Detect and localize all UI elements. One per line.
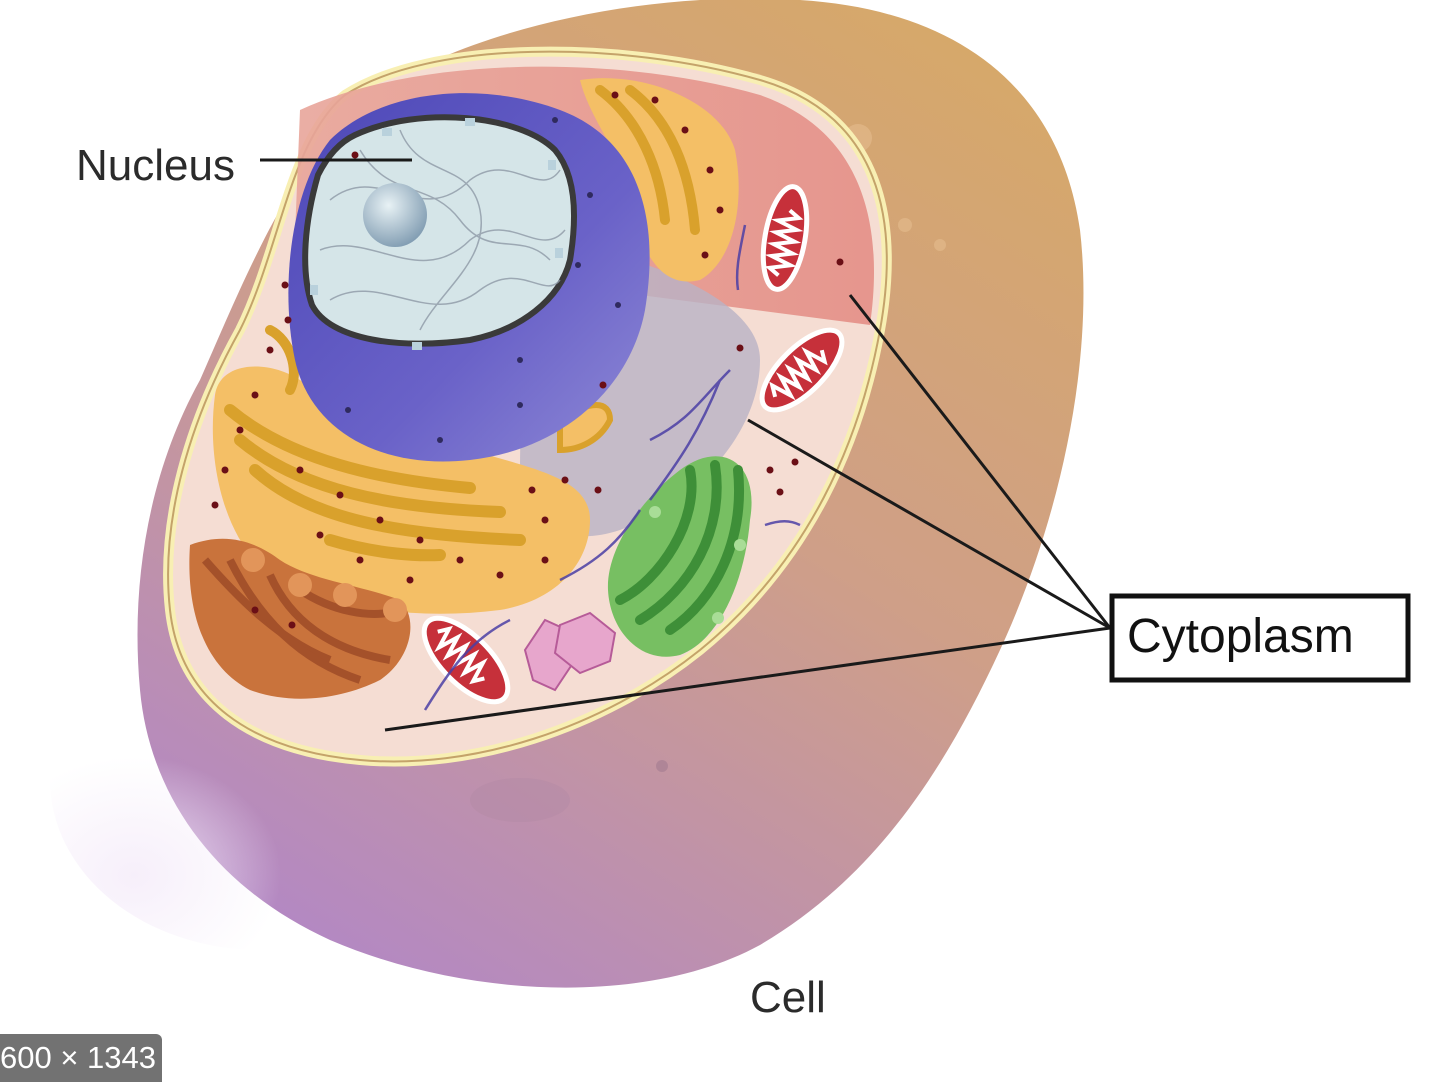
vesicle	[470, 778, 570, 822]
mitochondrion-3	[421, 615, 511, 705]
vesicle	[898, 218, 912, 232]
green-organelle	[607, 456, 752, 657]
cytoplasm-leader-line-3	[384, 626, 1111, 732]
cell-membrane-edge	[167, 50, 888, 763]
cell-label: Cell	[750, 973, 826, 1022]
golgi-apparatus	[212, 325, 614, 614]
ribosomes	[211, 91, 844, 629]
leader-lines	[260, 158, 1112, 732]
mitochondrion-1	[760, 184, 810, 292]
cytoplasm-leader-line-2	[747, 418, 1111, 630]
cytoplasm-leader-line-1	[848, 294, 1112, 629]
mitochondrion-2	[759, 327, 845, 413]
cytoplasm-label-box	[1109, 593, 1411, 683]
vesicle	[934, 239, 946, 251]
vesicle	[656, 760, 668, 772]
image-size-badge: 600 × 1343	[0, 1034, 162, 1082]
nucleolus	[363, 183, 427, 247]
cytoskeleton	[423, 224, 801, 711]
nucleoplasm	[302, 114, 578, 347]
centrioles	[523, 611, 617, 692]
nuclear-pores	[310, 118, 563, 350]
golgi-apparatus-top	[580, 78, 739, 282]
envelope-dots	[345, 117, 621, 443]
rough-endoplasmic-reticulum	[189, 538, 411, 699]
cytoplasm-label: Cytoplasm	[1127, 610, 1354, 663]
nucleus-label: Nucleus	[76, 141, 235, 190]
chromatin	[319, 129, 566, 331]
